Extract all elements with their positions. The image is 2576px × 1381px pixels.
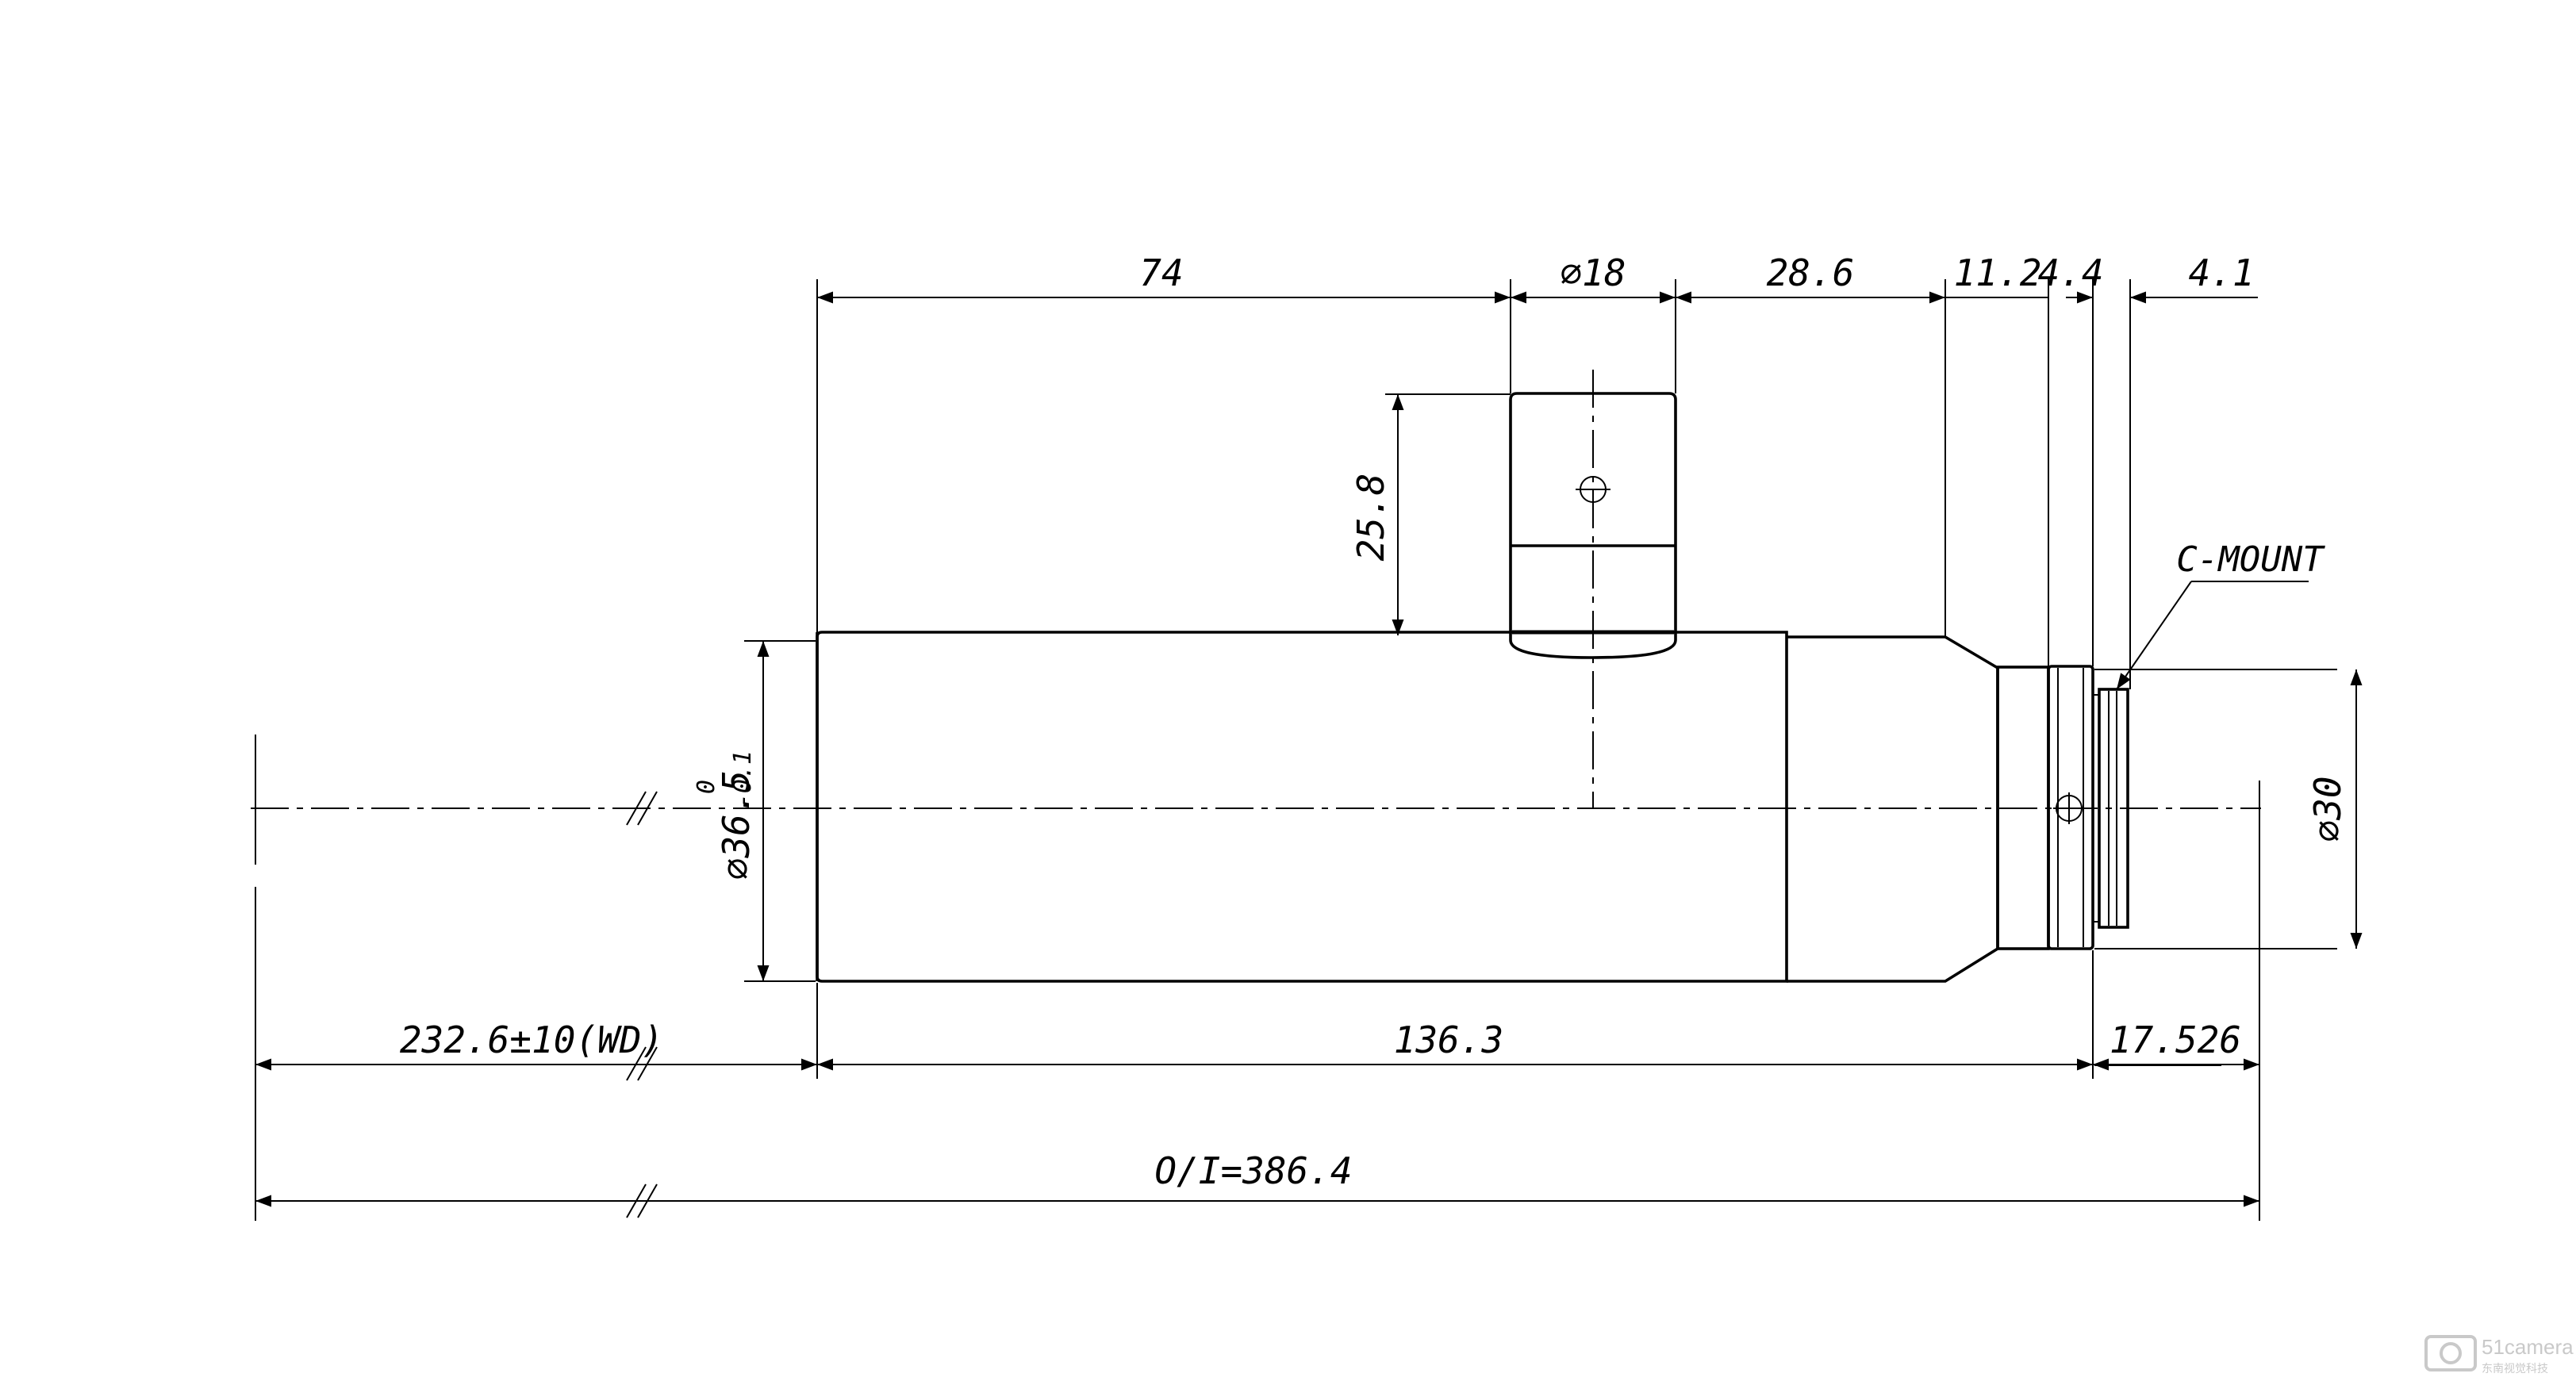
dim-17-526: 17.526 bbox=[2110, 1018, 2241, 1061]
c-mount-label: C-MOUNT bbox=[2176, 539, 2325, 580]
dim-4-4: 4.4 bbox=[2037, 251, 2103, 294]
dimension-labels: 74 ⌀18 28.6 11.2 4.4 4.1 25.8 ⌀36.5 0 -0… bbox=[400, 251, 2349, 1192]
watermark-brand: 51camera bbox=[2482, 1335, 2574, 1359]
dim-4-1: 4.1 bbox=[2188, 251, 2254, 294]
extension-lines bbox=[255, 279, 2337, 1221]
dim-dia-30: ⌀30 bbox=[2306, 776, 2349, 842]
dim-object-image-distance: O/I=386.4 bbox=[1154, 1149, 1352, 1192]
dimension-lines bbox=[255, 291, 2363, 1207]
lens-body bbox=[816, 631, 2129, 983]
watermark-logo-icon bbox=[2424, 1335, 2477, 1371]
dim-working-distance: 232.6±10(WD) bbox=[400, 1018, 663, 1061]
port-housing bbox=[1509, 392, 1677, 659]
main-barrel bbox=[816, 631, 1788, 983]
break-marks bbox=[626, 791, 658, 1218]
center-lines bbox=[251, 370, 2261, 809]
dim-11-2: 11.2 bbox=[1954, 251, 2042, 294]
dim-dia-36-5: ⌀36.5 bbox=[715, 770, 758, 880]
watermark-sub: 东南视觉科技 bbox=[2482, 1362, 2548, 1375]
watermark: 51camera 东南视觉科技 bbox=[2424, 1335, 2574, 1375]
dim-28-6: 28.6 bbox=[1767, 251, 1855, 294]
dim-25-8: 25.8 bbox=[1349, 474, 1392, 562]
tolerance-upper: 0 bbox=[693, 780, 720, 794]
c-mount-leader bbox=[2116, 581, 2309, 690]
dim-74: 74 bbox=[1139, 251, 1183, 294]
dim-dia-18: ⌀18 bbox=[1560, 251, 1626, 294]
tolerance-lower: -0.1 bbox=[729, 750, 757, 808]
dim-136-3: 136.3 bbox=[1394, 1018, 1503, 1061]
